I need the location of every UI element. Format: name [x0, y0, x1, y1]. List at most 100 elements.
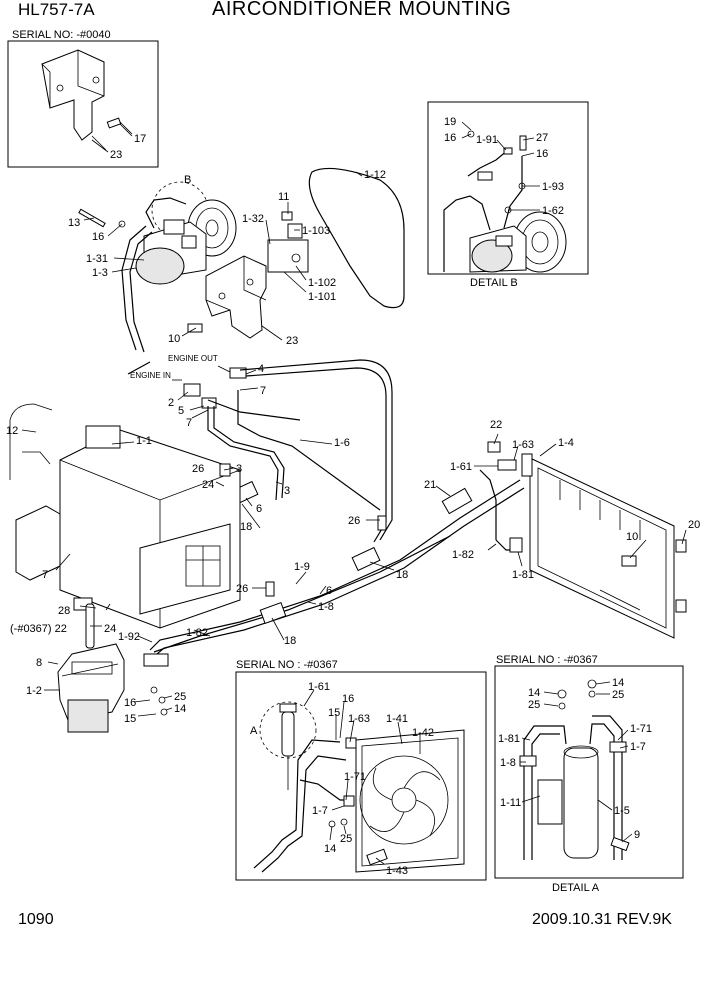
label-14: 14	[174, 703, 186, 715]
inset-detail-a: SERIAL NO : -#0367 DETAIL A	[494, 654, 684, 894]
label-19: 19	[444, 116, 456, 128]
label-1-71: 1-71	[630, 723, 652, 735]
label-28: 28	[58, 605, 70, 617]
label-13: 13	[68, 217, 80, 229]
label-1-82: 1-82	[452, 549, 474, 561]
label-5: 5	[178, 405, 184, 417]
label-17: 17	[134, 133, 146, 145]
circle-a-label: A	[250, 725, 258, 737]
label-22: 22	[490, 419, 502, 431]
serial-label-top-left: SERIAL NO: -#0040	[12, 29, 111, 41]
pressure-switch	[267, 211, 309, 273]
label-1-12: 1-12	[364, 169, 386, 181]
label-26: 26	[192, 463, 204, 475]
label-8: 8	[36, 657, 42, 669]
label-22: (-#0367) 22	[10, 623, 67, 635]
label-1-92: 1-92	[118, 631, 140, 643]
revision-date: 2009.10.31 REV.9K	[532, 911, 672, 928]
label-9: 9	[634, 829, 640, 841]
label-16: 16	[92, 231, 104, 243]
label-14: 14	[324, 843, 336, 855]
label-16: 16	[342, 693, 354, 705]
label-1-2: 1-2	[26, 685, 42, 697]
label-25: 25	[174, 691, 186, 703]
label-1-103: 1-103	[302, 225, 330, 237]
label-10: 10	[626, 531, 638, 543]
label-7: 7	[42, 569, 48, 581]
label-1-8: 1-8	[318, 601, 334, 613]
leader-lines	[21, 121, 687, 865]
label-3: 3	[284, 485, 290, 497]
label-1-82: 1-82	[186, 627, 208, 639]
condenser	[521, 453, 687, 639]
page-number: 1090	[18, 911, 54, 928]
label-1-81: 1-81	[512, 569, 534, 581]
label-1-91: 1-91	[476, 134, 498, 146]
label-4: 4	[258, 363, 264, 375]
label-1-102: 1-102	[308, 277, 336, 289]
label-26: 26	[236, 583, 248, 595]
label-14: 14	[612, 677, 624, 689]
label-1-5: 1-5	[614, 805, 630, 817]
compressor-bracket	[187, 255, 267, 339]
label-1-31: 1-31	[86, 253, 108, 265]
label-1-93: 1-93	[542, 181, 564, 193]
detail-a-caption: DETAIL A	[552, 882, 600, 894]
inset-detail-b: DETAIL B	[427, 101, 589, 289]
label-25: 25	[528, 699, 540, 711]
label-1-63: 1-63	[348, 713, 370, 725]
inset-serial-0040: SERIAL NO: -#0040	[7, 29, 159, 168]
label-1-4: 1-4	[558, 437, 574, 449]
label-3: 3	[236, 463, 242, 475]
label-7: 7	[260, 385, 266, 397]
engine-out-label: ENGINE OUT	[168, 354, 218, 363]
label-18: 18	[284, 635, 296, 647]
label-1-81: 1-81	[498, 733, 520, 745]
label-1-61: 1-61	[308, 681, 330, 693]
label-7: 7	[186, 417, 192, 429]
label-15: 15	[328, 707, 340, 719]
control-panel	[57, 643, 125, 733]
label-27: 27	[536, 132, 548, 144]
label-11: 11	[278, 191, 289, 203]
label-1-3: 1-3	[92, 267, 108, 279]
label-1-43: 1-43	[386, 865, 408, 877]
page-title: AIRCONDITIONER MOUNTING	[212, 0, 512, 20]
label-16: 16	[536, 148, 548, 160]
label-1-7: 1-7	[312, 805, 328, 817]
detail-b-caption: DETAIL B	[470, 277, 518, 289]
label-1-8: 1-8	[500, 757, 516, 769]
label-23: 23	[286, 335, 298, 347]
label-16: 16	[444, 132, 456, 144]
label-1-41: 1-41	[386, 713, 408, 725]
serial-label-bottom-right: SERIAL NO : -#0367	[496, 654, 598, 666]
inset-serial-0367-condenser: SERIAL NO : -#0367 A	[235, 659, 487, 881]
label-16: 16	[124, 697, 136, 709]
label-18: 18	[396, 569, 408, 581]
part-labels: 17 23 19 16 1-91 27 16 1-93 1-62 13 16 1…	[6, 116, 700, 877]
label-1-11: 1-11	[500, 797, 521, 809]
label-1-7: 1-7	[630, 741, 646, 753]
label-1-6: 1-6	[334, 437, 350, 449]
label-6: 6	[326, 585, 332, 597]
circle-b-label: B	[184, 174, 191, 186]
label-10: 10	[168, 333, 180, 345]
label-20: 20	[688, 519, 700, 531]
label-26: 26	[348, 515, 360, 527]
model-code: HL757-7A	[18, 0, 95, 19]
label-1-62: 1-62	[542, 205, 564, 217]
label-1-61: 1-61	[450, 461, 472, 473]
label-24: 24	[104, 623, 116, 635]
label-1-42: 1-42	[412, 727, 434, 739]
label-12: 12	[6, 425, 18, 437]
label-1-1: 1-1	[136, 435, 152, 447]
engine-in-label: ENGINE IN	[130, 371, 171, 380]
label-1-71: 1-71	[344, 771, 366, 783]
label-1-9: 1-9	[294, 561, 310, 573]
label-1-101: 1-101	[308, 291, 336, 303]
label-25: 25	[612, 689, 624, 701]
drive-belt	[308, 167, 405, 309]
label-6: 6	[256, 503, 262, 515]
label-25: 25	[340, 833, 352, 845]
